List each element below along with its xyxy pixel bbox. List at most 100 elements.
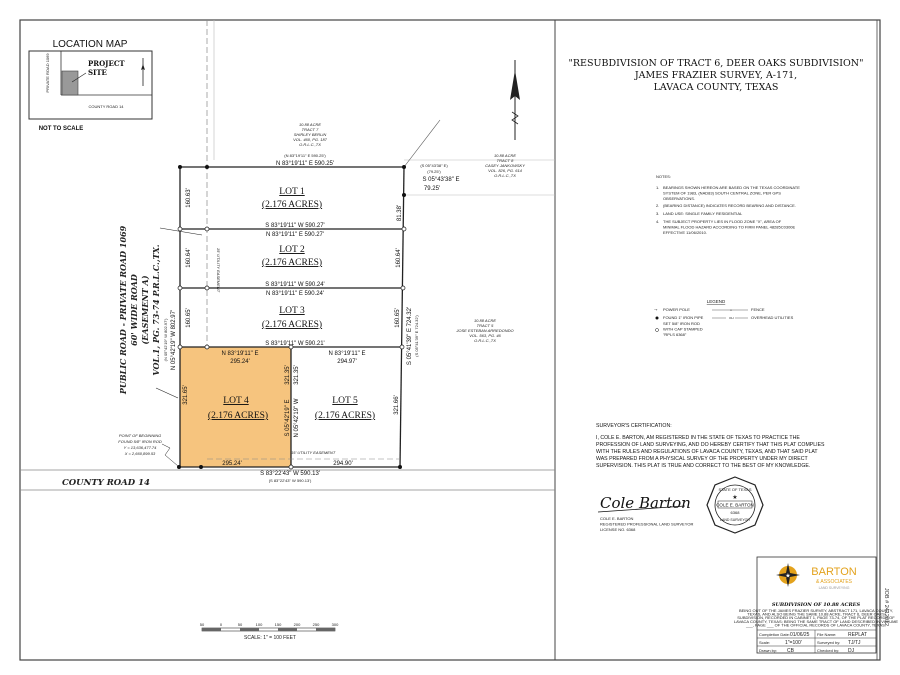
notes: NOTES: 1. BEARINGS SHOWN HEREON ARE BASE… [656, 174, 800, 235]
plat-tract7-2: SHIRLEY BERLIN [294, 132, 327, 137]
plat-tract5-3: VOL. 563, PG. 46 [469, 333, 501, 338]
certification-seal-1: COLE E. BARTON [716, 503, 754, 508]
title-block-company1: BARTON [811, 566, 856, 578]
lot-1[interactable]: LOT 1 (2.176 ACRES) [262, 187, 322, 210]
plat-bearings-east: S 05°41'39" E 724.32' [407, 307, 413, 365]
notes-items-3-3: EFFECTIVE 11/06/2010. [663, 230, 707, 235]
plat-bearings-bottom-record: (S 83°22'43" W 590.13') [269, 478, 312, 483]
plat-bearings-l4-s-dist: 295.24' [222, 461, 242, 467]
project-site-label-2: SITE [88, 68, 107, 77]
plat-bearings-l2-n: N 83°19'11" E 590.27' [266, 232, 324, 238]
certification-signature: Cole Barton [600, 494, 691, 512]
notes-items-1-1: (BEARING DISTANCE) INDICATES RECORD BEAR… [663, 203, 796, 208]
title-block-desc-4: ___, PAGE ___ OF THE OFFICIAL RECORDS OF… [745, 622, 886, 627]
surveyor-certification: SURVEYOR'S CERTIFICATION: I, COLE E. BAR… [596, 423, 825, 469]
plat-bearings-lot5-e: 321.66' [394, 395, 400, 415]
lot-1-name: LOT 1 [279, 187, 305, 197]
plat-bearings-lot2-w: 160.64' [186, 248, 192, 268]
plat-tract5-4: O.R.L.C.,TX [474, 338, 496, 343]
plat-bearings-l5-n-dist: 294.97' [337, 359, 357, 365]
plat-bearings-bottom: S 83°22'43" W 590.13' [260, 471, 320, 477]
tract-line [403, 119, 441, 168]
lot-2-name: LOT 2 [279, 245, 305, 255]
plat-bearings-l4-n-dist: 295.24' [230, 359, 250, 365]
title-block-desc-3: LAVACA COUNTY, TEXAS; BEING THE SAME TRA… [734, 619, 899, 624]
certification-lines-3: WAS PREPARED FROM A PHYSICAL SURVEY OF T… [596, 456, 809, 462]
private-road-1069-label: PUBLIC ROAD - PRIVATE ROAD 1069 60' WIDE… [118, 225, 161, 395]
plat-pob-2: Y = 13,636,477.74 [124, 445, 158, 450]
plat-tract5-2: JOSE ESTEBAN ARREDONDO [455, 328, 513, 333]
not-to-scale-label: NOT TO SCALE [39, 126, 84, 132]
title-block-checked-label: Checked by: [817, 648, 839, 653]
lot-1-area: (2.176 ACRES) [262, 199, 322, 210]
certification-seal-2: 6368 [731, 510, 741, 515]
county-road-14: COUNTY ROAD 14 [20, 469, 555, 491]
plat-bearings-l5-s-dist: 294.90' [333, 461, 353, 467]
vertical-bearing-labels: 160.63' 160.64' 160.65' 321.65' 81.38' 1… [163, 188, 419, 437]
plat-bearings-l2-s: S 83°19'11" W 590.24' [265, 282, 324, 288]
location-map-frame [28, 50, 153, 120]
legend: LEGEND ⊸ POWER POLE FOUND 1" IRON PIPE S… [654, 299, 794, 337]
project-site-label: PROJECT [88, 59, 125, 68]
plat-title: "RESUBDIVISION OF TRACT 6, DEER OAKS SUB… [569, 58, 864, 93]
title-block-checked: DJ [848, 648, 855, 654]
north-arrow-icon [510, 60, 520, 140]
legend-set-rod-2: "RPLS 6368" [663, 332, 687, 337]
scale-bar-ticks-0: 50 [200, 622, 205, 627]
notes-heading: NOTES: [656, 174, 671, 179]
legend-fence: FENCE [751, 307, 765, 312]
plat-bearings-east-record: (S 05°41'39" E 724.32') [414, 315, 419, 357]
plat-bearings-l1-s: S 83°19'11" W 590.27' [265, 223, 324, 229]
lot-4[interactable]: LOT 4 (2.176 ACRES) [208, 396, 268, 421]
private-road-label: PRIVATE ROAD 1069 [45, 53, 50, 93]
barton-logo-icon: ★ [776, 563, 800, 587]
notes-items-0-1: BEARINGS SHOWN HEREON ARE BASED ON THE T… [663, 185, 800, 190]
lot-2[interactable]: LOT 2 (2.176 ACRES) [262, 245, 322, 268]
lot-5[interactable]: LOT 5 (2.176 ACRES) [315, 396, 375, 421]
title-block-file: REPLAT [848, 632, 867, 638]
plat-bearings-l4-n: N 83°19'11" E [222, 351, 259, 357]
plat-bearings-l3-n: N 83°19'11" E 590.24' [266, 291, 324, 297]
plat-bearings-l3-s: S 83°19'11" W 590.21' [265, 341, 324, 347]
project-site-box [61, 70, 79, 96]
title-block-scale-label: Scale: [759, 640, 770, 645]
scale-bar-ticks-7: 300 [332, 622, 339, 627]
legend-heading: LEGEND [707, 299, 726, 304]
notes-items-3-2: MINIMAL FLOOD HAZARD ACCORDING TO FIRM P… [663, 225, 796, 230]
plat-bearings-top-record: (N 83°19'11" E 590.25') [284, 153, 326, 158]
plat-tract8-1: TRACT 8 [497, 158, 514, 163]
certification-lines-0: I, COLE E. BARTON, AM REGISTERED IN THE … [596, 435, 800, 441]
plat-bearings-ne-record: (S 05°43'38" E) [420, 163, 448, 168]
certification-heading: SURVEYOR'S CERTIFICATION: [596, 423, 672, 429]
certification-seal-3: LAND SURVEYOR [720, 518, 750, 522]
surveyor-signature: Cole Barton COLE E. BARTON REGISTERED PR… [597, 494, 693, 532]
easement-label: 15' UTILITY EASEMENT [216, 248, 221, 293]
surveyor-seal: STATE OF TEXAS ★ COLE E. BARTON 6368 LAN… [706, 476, 764, 534]
lot-2-area: (2.176 ACRES) [262, 257, 322, 268]
scale-bar-ticks-6: 250 [313, 622, 320, 627]
legend-set-rod-0: SET 5/8" IRON ROD [663, 321, 700, 326]
title-block-scale: 1"=100' [785, 640, 802, 646]
scale-label: SCALE: 1" = 100 FEET [244, 635, 296, 641]
plat-pob-3: X = 2,660,899.53 [124, 451, 156, 456]
plat-tract8-2: CASEY JANKOWSKY [485, 163, 525, 168]
certification-name: COLE E. BARTON [600, 516, 634, 521]
legend-found-pipe: FOUND 1" IRON PIPE [663, 315, 704, 320]
plat-bearings-lot3-e: 160.65' [395, 308, 401, 328]
scale-bar-ticks-2: 50 [238, 622, 243, 627]
legend-overhead: OVERHEAD UTILITIES [751, 315, 794, 320]
lot-3[interactable]: LOT 3 (2.176 ACRES) [262, 306, 322, 330]
plat-bearings-l5-n: N 83°19'11" E [329, 351, 366, 357]
plat-tract7-0: 10.88 ACRE [299, 122, 321, 127]
svg-text:★: ★ [732, 494, 737, 501]
plat-road-name: PUBLIC ROAD - PRIVATE ROAD 1069 [118, 225, 128, 395]
title-block-desc-1: TEXAS, AND ALSO BEING THE SAME 10.88 ACR… [747, 612, 885, 617]
notes-items-2-1: LAND USE: SINGLE FAMILY RESIDENTIAL [663, 211, 743, 216]
plat-tract7-1: TRACT 7 [302, 127, 319, 132]
set-rod-icon [655, 328, 659, 332]
lot-4-parcel[interactable] [179, 346, 292, 468]
lot-3-area: (2.176 ACRES) [262, 319, 322, 330]
plat-bearings-lot4-w: 321.65' [183, 385, 189, 405]
